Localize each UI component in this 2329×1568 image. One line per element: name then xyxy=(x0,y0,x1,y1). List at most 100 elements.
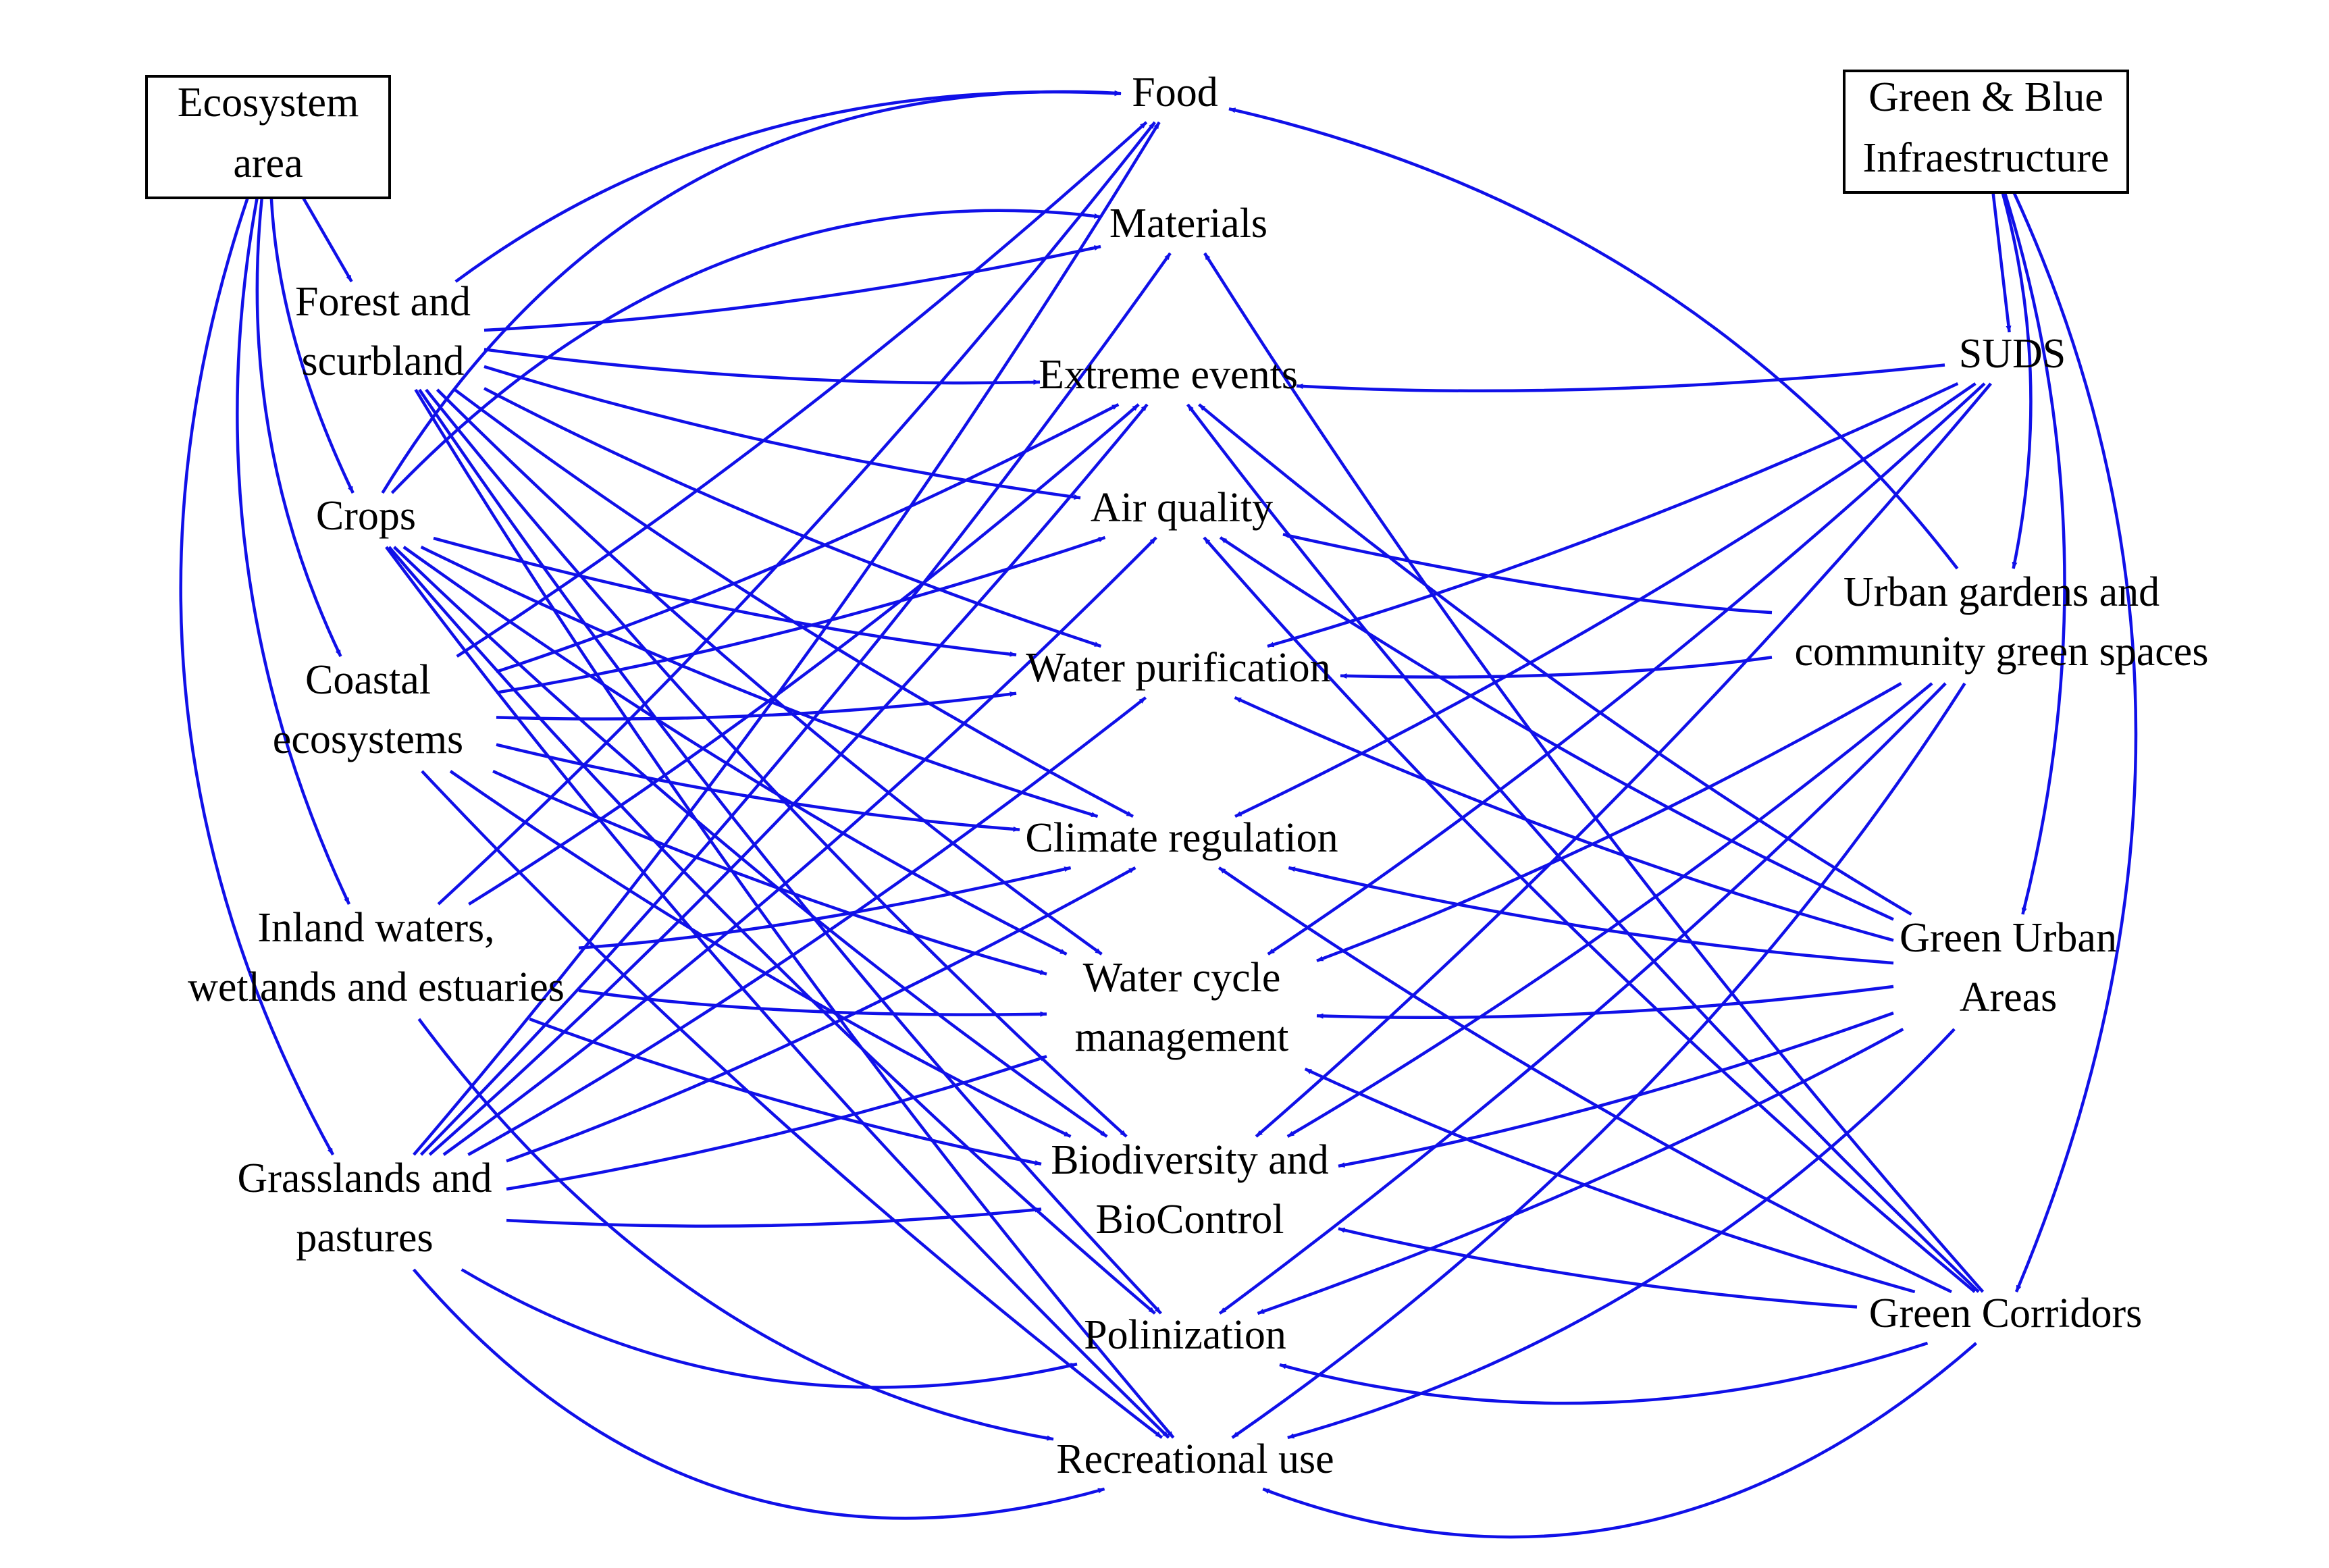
node-grass: Grasslands and pastures xyxy=(237,1155,492,1261)
edge-urban-gardens-to-air xyxy=(1282,533,1773,615)
node-box xyxy=(1843,70,2129,194)
node-label: pastures xyxy=(296,1215,433,1261)
node-urban-gardens: Urban gardens and community green spaces xyxy=(1795,569,2209,675)
edge-grass-to-polinization xyxy=(461,1268,1078,1389)
edge-green-corridors-to-recreational xyxy=(1262,1342,1977,1539)
node-food: Food xyxy=(1132,70,1218,115)
node-label: Urban gardens and xyxy=(1843,569,2160,615)
node-label: Green Corridors xyxy=(1869,1290,2143,1336)
node-label: Food xyxy=(1132,70,1218,115)
edge-green-urban-to-climate xyxy=(1288,866,1894,965)
node-label: Recreational use xyxy=(1056,1436,1334,1482)
edge-green-corridors-to-biodiversity xyxy=(1338,1227,1858,1309)
edge-inland-to-food xyxy=(437,121,1156,906)
edge-crops-to-food xyxy=(381,90,1122,494)
node-label: Green & Blue xyxy=(1868,74,2103,120)
edge-coastal-to-water-cycle xyxy=(492,769,1047,976)
edge-grass-to-food xyxy=(413,121,1161,1156)
node-label: wetlands and estuaries xyxy=(188,964,565,1010)
edge-urban-gardens-to-water-pur xyxy=(1340,656,1773,679)
node-extreme: Extreme events xyxy=(1039,352,1298,398)
edge-crops-to-materials xyxy=(390,209,1101,494)
edge-grass-to-climate xyxy=(506,866,1136,1163)
edge-forest-to-extreme xyxy=(483,348,1041,385)
edge-green-urban-to-biodiversity xyxy=(1338,1011,1894,1168)
edge-green-corridors-to-air xyxy=(1203,536,1976,1293)
edge-coastal-to-climate xyxy=(496,743,1020,832)
edge-suds-to-water-pur xyxy=(1267,382,1959,648)
edge-green-corridors-to-water-cycle xyxy=(1304,1067,1916,1294)
edge-forest-to-water-pur xyxy=(483,387,1102,648)
edge-grass-to-recreational xyxy=(412,1268,1105,1520)
node-green-corridors: Green Corridors xyxy=(1869,1290,2143,1336)
node-label: Forest and xyxy=(295,279,471,325)
edge-forest-to-water-cycle xyxy=(436,388,1103,956)
edge-inland-to-climate xyxy=(578,866,1072,949)
node-water-pur: Water purification xyxy=(1026,645,1330,691)
node-label: ecosystems xyxy=(273,716,463,762)
edge-gbi-to-suds xyxy=(1991,192,2012,333)
edge-green-urban-to-water-cycle xyxy=(1316,985,1894,1020)
node-materials: Materials xyxy=(1109,201,1267,246)
node-label: Inland waters, xyxy=(257,905,494,951)
edge-suds-to-extreme xyxy=(1296,363,1945,393)
node-label: SUDS xyxy=(1959,331,2066,377)
edge-suds-to-climate xyxy=(1234,382,1977,818)
edge-urban-gardens-to-water-cycle xyxy=(1316,682,1902,962)
edge-crops-to-climate xyxy=(420,545,1099,818)
node-label: Water purification xyxy=(1026,645,1330,691)
node-label: management xyxy=(1075,1014,1289,1060)
edge-forest-to-polinization xyxy=(418,388,1162,1315)
edge-gbi-to-urban-gardens xyxy=(2001,192,2033,569)
edge-grass-to-air xyxy=(442,536,1157,1156)
node-label: scurbland xyxy=(301,338,464,384)
edge-urban-gardens-to-food xyxy=(1228,107,1959,570)
edge-green-corridors-to-polinization xyxy=(1279,1341,1929,1405)
edge-gbi-to-green-corridors xyxy=(2012,192,2138,1292)
edge-crops-to-water-cycle xyxy=(402,546,1068,956)
edge-grass-to-extreme xyxy=(428,403,1149,1156)
edge-green-urban-to-air xyxy=(1219,536,1894,921)
edge-grass-to-water-pur xyxy=(467,696,1147,1156)
node-climate: Climate regulation xyxy=(1025,815,1338,861)
edge-grass-to-materials xyxy=(419,252,1172,1156)
node-label: community green spaces xyxy=(1795,629,2209,675)
node-label: Areas xyxy=(1960,974,2058,1020)
node-label: Crops xyxy=(316,493,416,539)
edge-crops-to-biodiversity xyxy=(393,546,1108,1138)
node-suds: SUDS xyxy=(1959,331,2066,377)
edge-green-corridors-to-materials xyxy=(1203,252,1985,1293)
edge-green-urban-to-polinization xyxy=(1257,1028,1904,1315)
edge-inland-to-recreational xyxy=(417,1018,1054,1441)
node-label: BioControl xyxy=(1095,1197,1284,1243)
node-label: Water cycle xyxy=(1083,955,1281,1001)
edge-suds-to-water-cycle xyxy=(1267,382,1986,956)
node-label: Grasslands and xyxy=(237,1155,492,1201)
edge-forest-to-air xyxy=(483,365,1081,500)
edge-green-corridors-to-climate xyxy=(1218,866,1952,1294)
edge-forest-to-materials xyxy=(483,244,1101,332)
node-water-cycle: Water cycle management xyxy=(1075,955,1289,1060)
edge-ecosystem-area-to-inland xyxy=(236,197,351,905)
node-label: Ecosystem xyxy=(178,80,359,126)
edge-coastal-to-air xyxy=(496,535,1106,694)
edge-forest-to-climate xyxy=(454,388,1134,818)
edge-crops-to-water-pur xyxy=(433,536,1017,657)
node-forest: Forest and scurbland xyxy=(295,279,471,384)
node-label: Extreme events xyxy=(1039,352,1298,398)
node-label: Biodiversity and xyxy=(1051,1137,1329,1183)
edge-ecosystem-area-to-grass xyxy=(179,197,335,1156)
node-label: Green Urban xyxy=(1900,915,2117,961)
edge-ecosystem-area-to-coastal xyxy=(255,197,342,657)
edge-ecosystem-area-to-forest xyxy=(302,197,353,283)
edge-coastal-to-food xyxy=(456,121,1148,658)
edge-forest-to-recreational xyxy=(414,388,1175,1439)
